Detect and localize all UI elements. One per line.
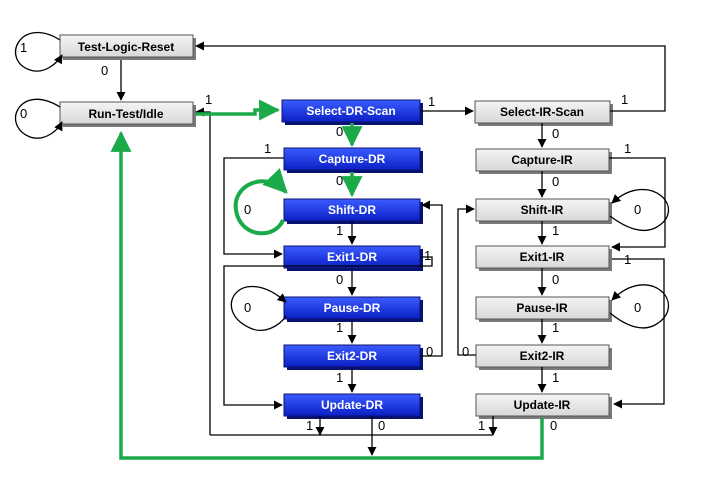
state-label: Select-IR-Scan [500,105,584,119]
state-label: Shift-DR [328,203,376,217]
state-label: Run-Test/Idle [88,107,163,121]
label-exit2dr-shift: 0 [426,344,433,359]
state-shift-ir: Shift-IR [475,198,612,224]
label-capdr-exit1: 1 [264,141,271,156]
label-seldr-capdr: 0 [336,124,343,139]
label-tlr-self: 1 [20,40,27,55]
edge-loop-up [195,107,211,435]
state-run-test-idle: Run-Test/Idle [59,101,196,127]
label-updateir-zero: 0 [550,418,557,433]
state-label: Select-DR-Scan [306,104,395,118]
label-capir-exit1: 1 [624,141,631,156]
edge-exit1dr-updatedr [223,256,433,410]
state-label: Update-DR [321,398,383,412]
state-label: Exit1-IR [520,250,565,264]
state-exit2-ir: Exit2-IR [475,344,612,370]
edge-tlr-self [14,32,63,72]
edge-selir-tlr [195,41,666,112]
label-rti-self: 0 [20,106,27,121]
label-updatedr-one: 1 [306,418,313,433]
label-shiftdr-self: 0 [244,202,251,217]
label-shiftir-exit1: 1 [552,223,559,238]
state-update-dr: Update-DR [283,393,423,419]
state-select-dr-scan: Select-DR-Scan [281,99,423,125]
label-exit2dr-update: 1 [336,370,343,385]
label-exit2ir-shift: 0 [462,344,469,359]
green-return-rti [110,130,544,460]
green-rti-to-seldr [196,99,281,121]
label-updatedr-zero: 0 [378,418,385,433]
green-shiftdr-self [233,168,288,236]
state-label: Test-Logic-Reset [78,40,174,54]
label-seldr-selir: 1 [428,94,435,109]
state-label: Pause-IR [516,301,568,315]
state-label: Exit2-IR [520,349,565,363]
label-selir-capir: 0 [552,126,559,141]
state-update-ir: Update-IR [475,393,612,419]
edge-exit2dr-shiftdr [420,200,443,357]
label-pausedr-self: 0 [244,300,251,315]
label-selir-tlr: 1 [621,92,628,107]
label-exit1dr-pause: 0 [336,272,343,287]
label-shiftdr-exit1: 1 [336,223,343,238]
state-capture-ir: Capture-IR [475,148,612,174]
state-pause-dr: Pause-DR [283,296,423,322]
edge-capdr-exit1dr [223,157,284,259]
state-label: Shift-IR [521,203,564,217]
edge-shiftir-self [609,188,669,231]
label-capdr-shift: 0 [336,173,343,188]
label-updateir-one: 1 [478,418,485,433]
edge-exit2ir-shiftir [457,204,476,356]
state-capture-dr: Capture-DR [283,147,423,173]
state-label: Exit1-DR [327,250,377,264]
state-label: Capture-IR [511,153,573,167]
label-rti-seldr: 1 [205,92,212,107]
state-label: Pause-DR [324,301,381,315]
state-select-ir-scan: Select-IR-Scan [474,100,613,126]
edge-rti-self [14,98,63,139]
state-pause-ir: Pause-IR [475,296,612,322]
state-shift-dr: Shift-DR [283,198,423,224]
label-tlr-rti: 0 [101,63,108,78]
edge-pausedr-self [230,285,287,331]
label-exit1ir-pause: 0 [552,272,559,287]
edge-capir-exit1ir [609,157,666,252]
state-label: Update-IR [514,398,571,412]
label-pauseir-exit2: 1 [552,320,559,335]
label-shiftir-self: 0 [634,202,641,217]
edge-exit1ir-updateir [612,258,665,409]
label-pausedr-exit2: 1 [336,320,343,335]
state-label: Exit2-DR [327,349,377,363]
label-exit1ir-update: 1 [624,252,631,267]
label-exit2ir-update: 1 [552,370,559,385]
state-exit1-ir: Exit1-IR [475,245,612,271]
label-capir-shift: 0 [552,174,559,189]
state-test-logic-reset: Test-Logic-Reset [59,34,196,60]
label-pauseir-self: 0 [634,300,641,315]
state-exit2-dr: Exit2-DR [283,344,423,370]
state-label: Capture-DR [319,152,386,166]
state-exit1-dr: Exit1-DR [283,245,423,271]
label-exit1dr-update: 1 [424,248,431,263]
